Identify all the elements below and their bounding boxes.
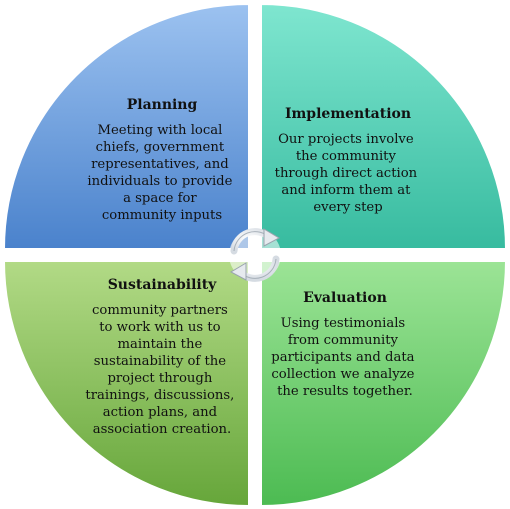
quadrant-sustainability: Sustainability community partners to wor… bbox=[2, 260, 250, 508]
quadrant-body: Meeting with local chiefs, government re… bbox=[87, 123, 236, 223]
quadrant-body: community partners to work with us to ma… bbox=[85, 303, 238, 437]
quadrant-title: Planning bbox=[127, 97, 198, 113]
quadrant-implementation-shape bbox=[260, 2, 508, 250]
cycle-arrows-icon bbox=[229, 228, 281, 282]
quadrant-body: Using testimonials from community partic… bbox=[271, 316, 418, 399]
quadrant-title: Sustainability bbox=[108, 277, 217, 293]
quadrant-sustainability-shape bbox=[2, 260, 250, 508]
quadrant-evaluation-shape bbox=[260, 260, 508, 508]
quadrant-body: Our projects involve the community throu… bbox=[275, 132, 422, 215]
quadrant-planning: Planning Meeting with local chiefs, gove… bbox=[2, 2, 250, 250]
quadrant-title: Evaluation bbox=[303, 290, 387, 306]
quadrant-planning-shape bbox=[2, 2, 250, 250]
quadrant-title: Implementation bbox=[285, 106, 411, 122]
quadrant-implementation: Implementation Our projects involve the … bbox=[260, 2, 508, 250]
quadrant-evaluation: Evaluation Using testimonials from commu… bbox=[260, 260, 508, 508]
